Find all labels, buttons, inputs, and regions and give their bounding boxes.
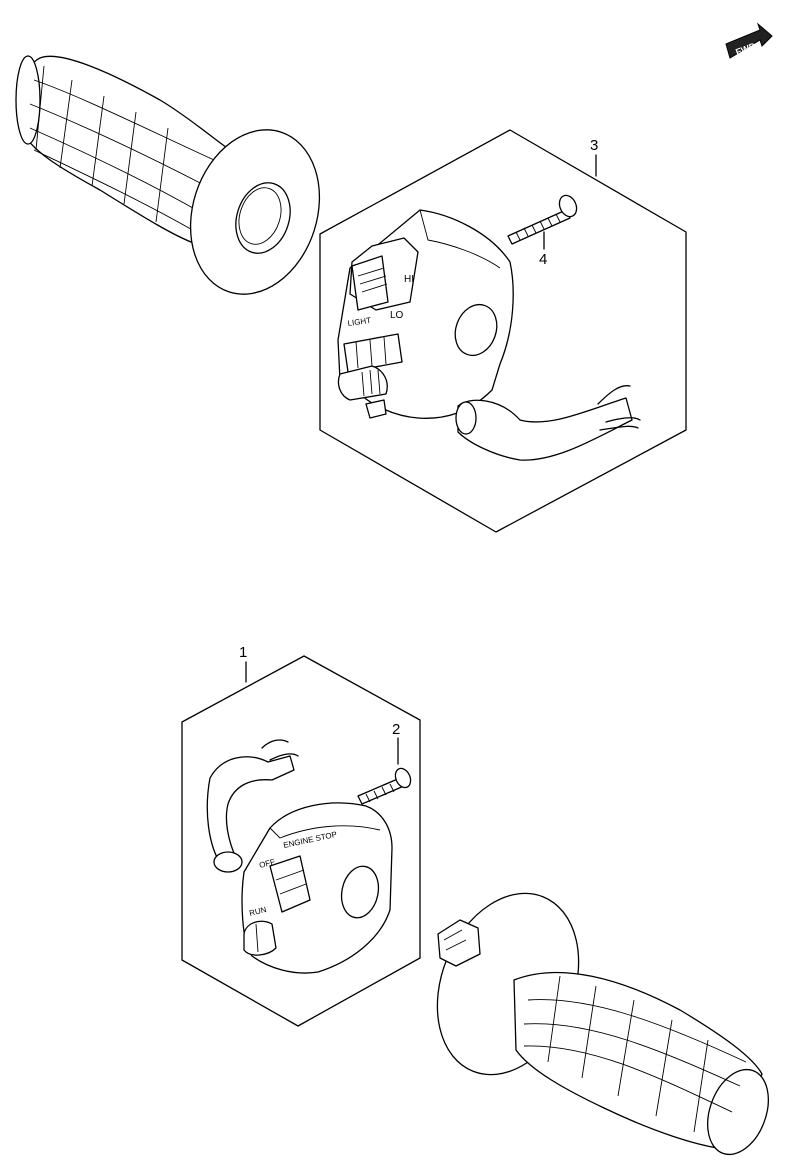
- callout-4: 4: [539, 251, 547, 268]
- callout-2: 2: [392, 721, 400, 738]
- switch-hi-label: HI: [404, 274, 414, 285]
- top-left-handlebar-grip: [15, 55, 321, 295]
- part-1-kit-outline: 1: [181, 644, 421, 1027]
- part-3-kit-outline: 3: [319, 129, 687, 533]
- switch-off-label: OFF: [258, 857, 276, 870]
- callout-1: 1: [239, 644, 247, 661]
- fwd-direction-badge: FWD: [725, 22, 773, 59]
- switch-run-label: RUN: [248, 905, 267, 918]
- bottom-right-handlebar-grip: [436, 892, 769, 1156]
- switch-lo-label: LO: [390, 310, 404, 321]
- switch-light-label: LIGHT: [347, 316, 372, 328]
- callout-3: 3: [590, 137, 598, 154]
- screw-part-4: 4: [507, 194, 578, 268]
- screw-part-2: 2: [357, 721, 412, 805]
- right-handlebar-switch: HI LO LIGHT: [337, 209, 641, 461]
- left-handlebar-switch: ENGINE STOP OFF RUN: [206, 739, 393, 974]
